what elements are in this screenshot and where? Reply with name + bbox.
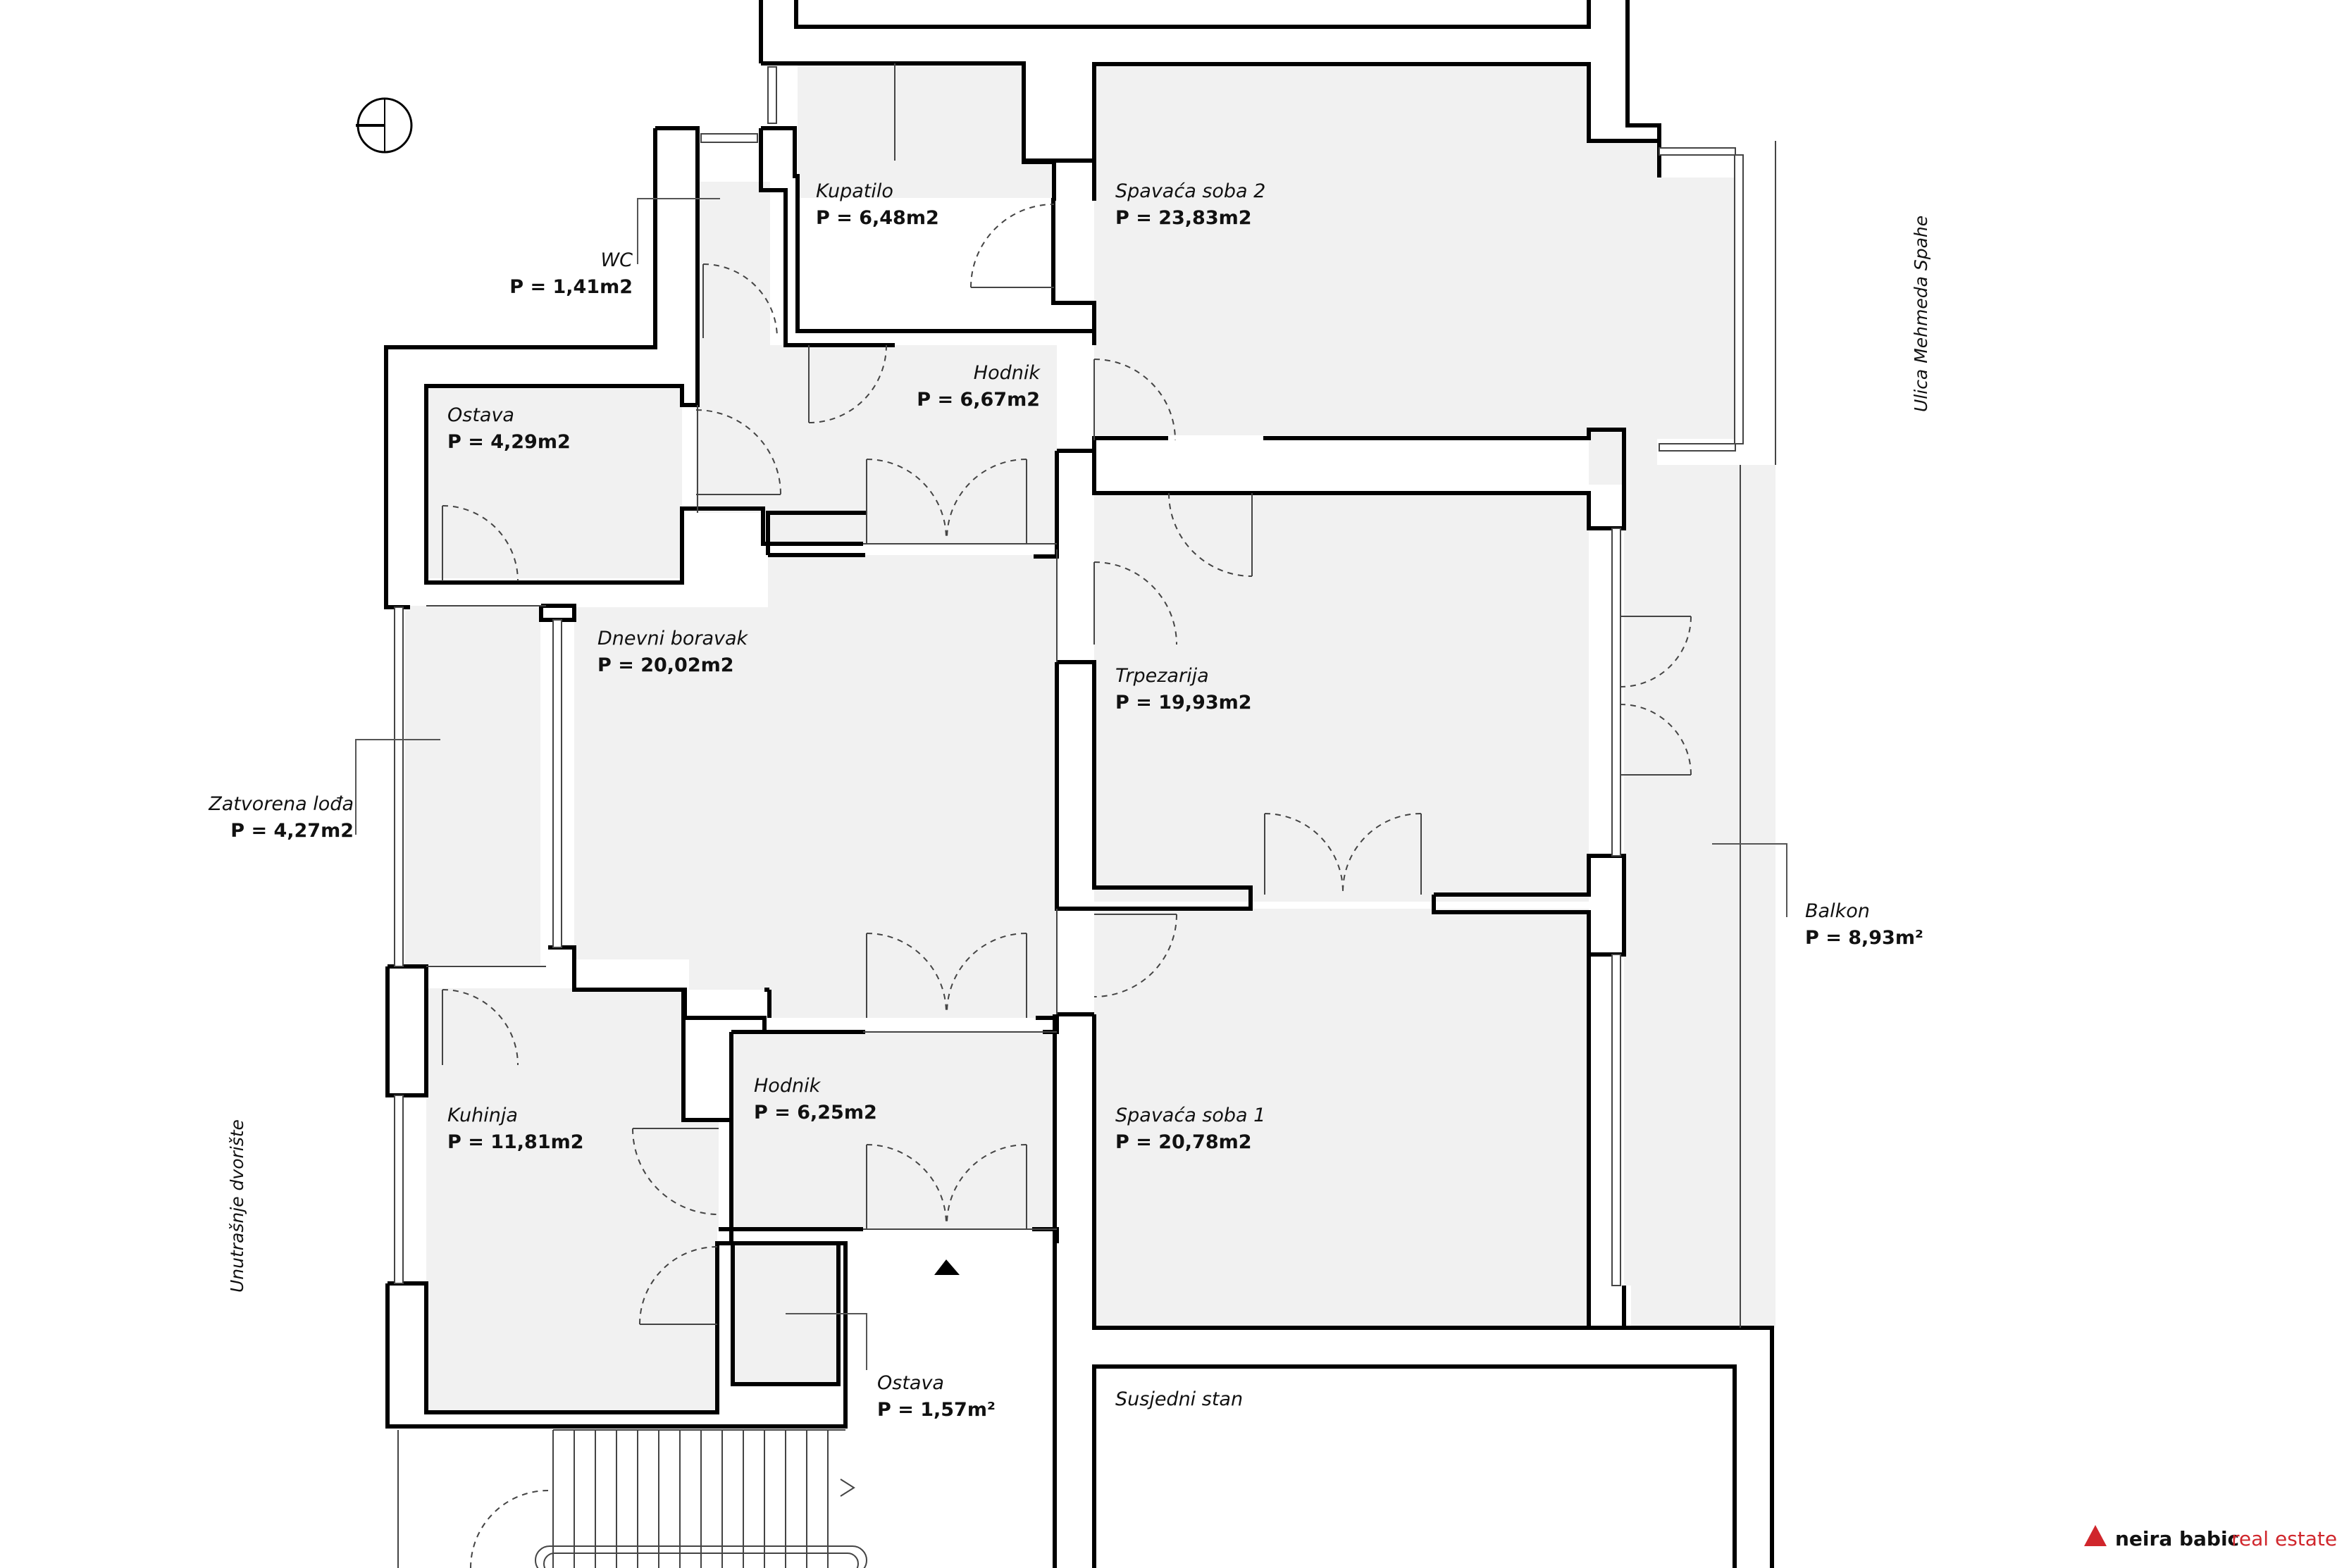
- brand-name: neira babic: [2115, 1527, 2239, 1550]
- label-kuhinja-name: Kuhinja: [447, 1105, 518, 1126]
- dnevni-boravak-fill: [574, 555, 1057, 1018]
- label-zatvorena-loda-name: Zatvorena lođa: [208, 793, 354, 815]
- label-hodnik-donji-name: Hodnik: [754, 1075, 822, 1097]
- label-ostava-donja-area: P = 1,57m²: [877, 1399, 996, 1421]
- label-balkon-name: Balkon: [1805, 900, 1870, 922]
- room-fills: [405, 64, 1775, 1412]
- window-balkon-lower: [1611, 954, 1621, 1286]
- window-loda-inner: [552, 619, 562, 948]
- window-wc: [700, 133, 758, 143]
- label-spavaca-soba-1-name: Spavaća soba 1: [1115, 1105, 1265, 1126]
- label-spavaca-soba-1-area: P = 20,78m2: [1115, 1131, 1252, 1153]
- label-spavaca-soba-2-area: P = 23,83m2: [1115, 207, 1252, 229]
- label-kupatilo-name: Kupatilo: [816, 180, 893, 202]
- window-soba2-right: [1659, 147, 1736, 156]
- label-ostava-gornja-name: Ostava: [447, 404, 514, 426]
- window-kupatilo: [767, 66, 777, 124]
- label-kupatilo-area: P = 6,48m2: [816, 207, 939, 229]
- leader-lines: [355, 198, 1787, 1370]
- label-trpezarija-name: Trpezarija: [1115, 665, 1209, 687]
- wc-fill: [698, 182, 770, 345]
- street-label-west: Unutrašnje dvorište: [227, 1119, 247, 1293]
- window-balkon-upper: [1611, 528, 1621, 857]
- windows: [394, 66, 1744, 1286]
- brand-suffix: real estate: [2231, 1527, 2337, 1550]
- label-trpezarija-area: P = 19,93m2: [1115, 692, 1252, 714]
- thin-lines: [397, 63, 1776, 1568]
- zatvorena-loda-fill: [405, 606, 540, 965]
- kupatilo-fill: [798, 64, 1054, 198]
- hodnik-donji-fill: [731, 1032, 1055, 1229]
- entrance-marker: [934, 1259, 960, 1275]
- label-wc-name: WC: [600, 249, 633, 271]
- window-soba2-right2: [1659, 443, 1736, 452]
- kuhinja-fill: [426, 988, 719, 1412]
- window-loda-outer: [394, 606, 404, 967]
- label-dnevni-boravak-name: Dnevni boravak: [597, 628, 749, 649]
- window-kuhinja: [394, 1095, 404, 1284]
- label-zatvorena-loda-area: P = 4,27m2: [230, 820, 354, 842]
- brand-logo: neira babic real estate: [2084, 1525, 2337, 1550]
- label-hodnik-donji-area: P = 6,25m2: [754, 1102, 877, 1124]
- ostava-gornja-fill: [426, 388, 682, 578]
- label-wc-area: P = 1,41m2: [509, 276, 633, 298]
- doors: [442, 204, 1692, 1568]
- label-kuhinja-area: P = 11,81m2: [447, 1131, 584, 1153]
- label-susjedni-stan-name: Susjedni stan: [1115, 1388, 1243, 1410]
- label-balkon-area: P = 8,93m²: [1805, 927, 1923, 949]
- label-ostava-donja-name: Ostava: [877, 1372, 944, 1394]
- north-arrow-icon: [356, 97, 413, 154]
- hodnik-gornji-fill: [696, 345, 1057, 544]
- street-label-east: Ulica Mehmeda Spahe: [1911, 216, 1931, 412]
- label-ostava-gornja-area: P = 4,29m2: [447, 431, 571, 453]
- label-spavaca-soba-2-name: Spavaća soba 2: [1115, 180, 1265, 202]
- trpezarija-fill: [1094, 493, 1589, 902]
- label-dnevni-boravak-area: P = 20,02m2: [597, 654, 734, 676]
- window-soba2-side: [1734, 154, 1744, 444]
- spavaca-soba-1-fill: [1094, 909, 1589, 1326]
- room-labels: Kupatilo P = 6,48m2 Spavaća soba 2 P = 2…: [208, 180, 1923, 1421]
- label-hodnik-gornji-name: Hodnik: [974, 362, 1041, 384]
- spavaca-soba-2-fill: [1094, 64, 1735, 485]
- brand-triangle-icon: [2084, 1525, 2107, 1546]
- balkon-fill: [1624, 465, 1775, 1328]
- label-hodnik-gornji-area: P = 6,67m2: [917, 389, 1040, 411]
